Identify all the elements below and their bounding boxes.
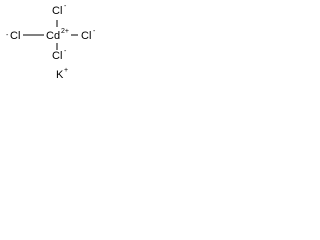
top-chlorine-charge: - (64, 3, 67, 10)
bottom-chlorine-symbol: Cl (52, 50, 62, 62)
cadmium-symbol: Cd (46, 30, 60, 42)
chemical-structure: Cl - - Cl Cd 2+ Cl - Cl - K + (6, 3, 96, 81)
structure-canvas: Cl - - Cl Cd 2+ Cl - Cl - K + (0, 0, 112, 90)
bottom-chlorine-charge: - (64, 48, 67, 55)
left-chlorine-symbol: Cl (10, 30, 20, 42)
left-chlorine-prefix-charge: - (6, 32, 9, 39)
cadmium-charge: 2+ (61, 28, 69, 35)
right-chlorine-charge: - (93, 28, 96, 35)
right-chlorine-symbol: Cl (81, 30, 91, 42)
top-chlorine-symbol: Cl (52, 5, 62, 17)
potassium-symbol: K (56, 69, 64, 81)
potassium-charge: + (64, 67, 68, 74)
